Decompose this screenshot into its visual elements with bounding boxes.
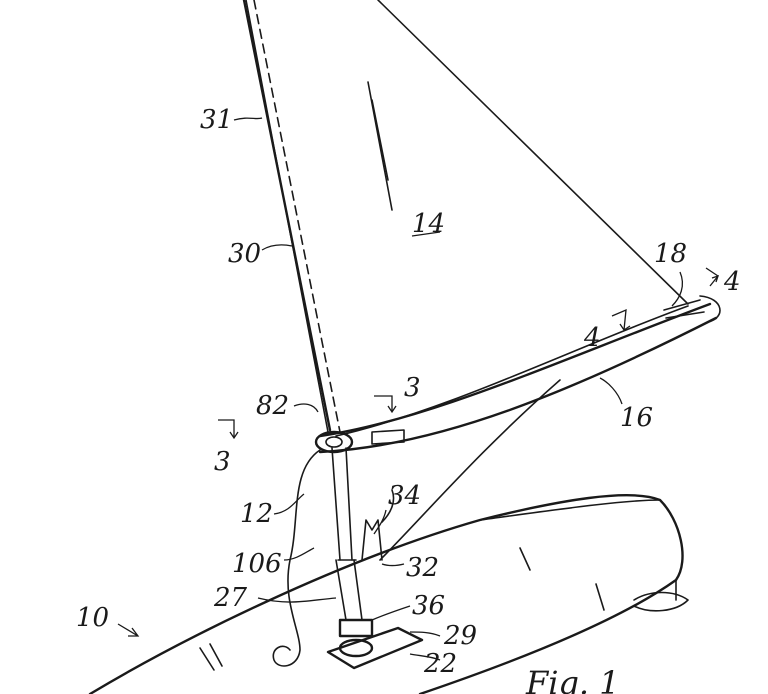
- boom: [314, 295, 721, 454]
- figure-label: Fig. 1: [525, 664, 620, 694]
- label-12: 12: [240, 499, 273, 529]
- label-31: 31: [200, 105, 233, 135]
- label-16: 16: [620, 403, 653, 433]
- sail: [245, 0, 689, 437]
- label-22: 22: [423, 649, 457, 679]
- label-14: 14: [412, 209, 445, 239]
- label-3-left: 3: [214, 447, 231, 477]
- label-10: 10: [76, 603, 109, 633]
- label-82: 82: [256, 391, 289, 421]
- label-36: 36: [412, 591, 445, 621]
- rigging: [272, 379, 561, 667]
- label-3-top: 3: [404, 373, 421, 403]
- label-18: 18: [654, 239, 687, 269]
- label-34: 34: [388, 481, 421, 511]
- mast: [242, 0, 357, 561]
- mast-foot: [326, 618, 424, 670]
- label-4-right: 4: [723, 267, 741, 297]
- label-4-left: 4: [583, 323, 601, 353]
- label-27: 27: [213, 583, 248, 613]
- reference-labels: 31 14 30 18 4 4 82 3 16 3 12 34 106 32 2…: [76, 105, 741, 694]
- leader-lines: [117, 117, 720, 661]
- label-106: 106: [232, 549, 282, 579]
- label-30: 30: [228, 239, 261, 269]
- label-29: 29: [443, 621, 477, 651]
- label-32: 32: [406, 553, 439, 583]
